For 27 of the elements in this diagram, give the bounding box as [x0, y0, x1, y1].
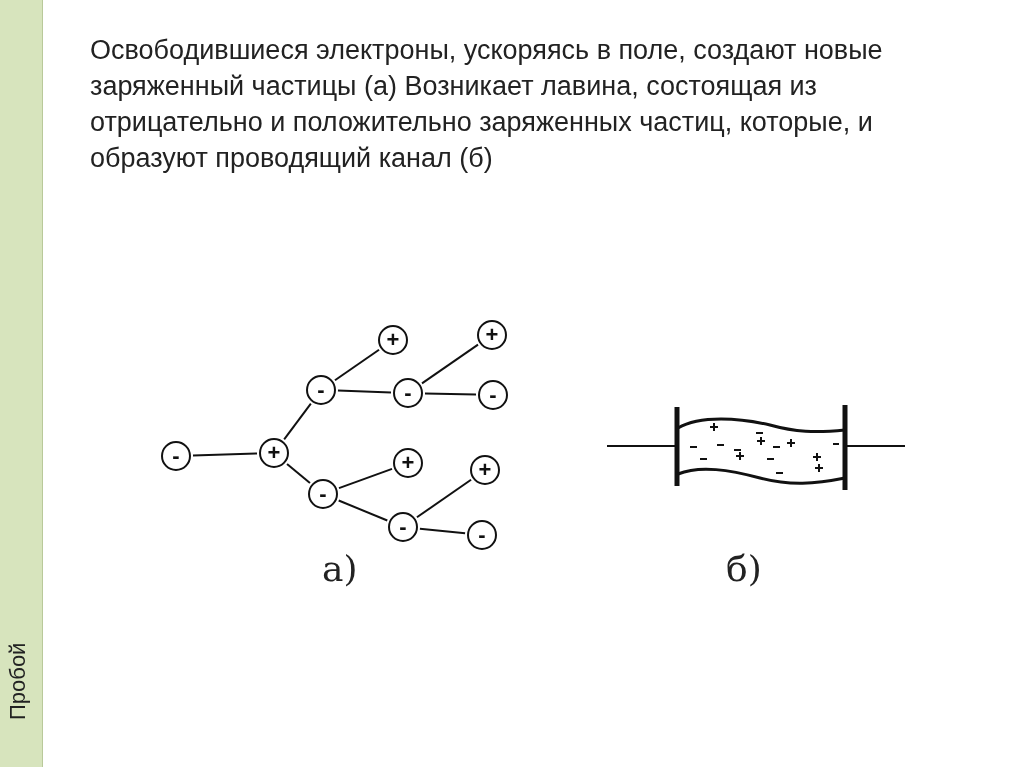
slide-title: Пробой — [5, 642, 31, 720]
connector-line — [418, 527, 467, 535]
charge-circle: - — [467, 520, 497, 550]
connector-line — [286, 462, 311, 485]
charge-circle: + — [259, 438, 289, 468]
connector-line — [424, 392, 477, 396]
figure-label: б) — [726, 548, 762, 589]
connector-line — [192, 452, 258, 457]
charge-circle: - — [393, 378, 423, 408]
connector-line — [337, 389, 392, 394]
charge-circle: + — [470, 455, 500, 485]
paragraph: Освободившиеся электроны, ускоряясь в поле, создают новые заряженный частицы (а) Возникает лавина, состоящая из отрицательно и положительно заряженных частиц, которые, и образуют проводящий канал (б) — [90, 34, 884, 175]
charge-circle: - — [478, 380, 508, 410]
charge-circle: + — [378, 325, 408, 355]
connector-line — [337, 499, 389, 522]
figure-label: а) — [322, 548, 358, 589]
connector-line — [337, 467, 394, 490]
charge-circle: - — [161, 441, 191, 471]
charge-circle: - — [308, 479, 338, 509]
connector-line — [421, 343, 479, 385]
charge-circle: - — [388, 512, 418, 542]
connector-line — [333, 348, 381, 382]
charge-circle: - — [306, 375, 336, 405]
charge-circle: + — [477, 320, 507, 350]
charge-circle: + — [393, 448, 423, 478]
connector-line — [283, 402, 312, 441]
connector-line — [415, 478, 473, 519]
